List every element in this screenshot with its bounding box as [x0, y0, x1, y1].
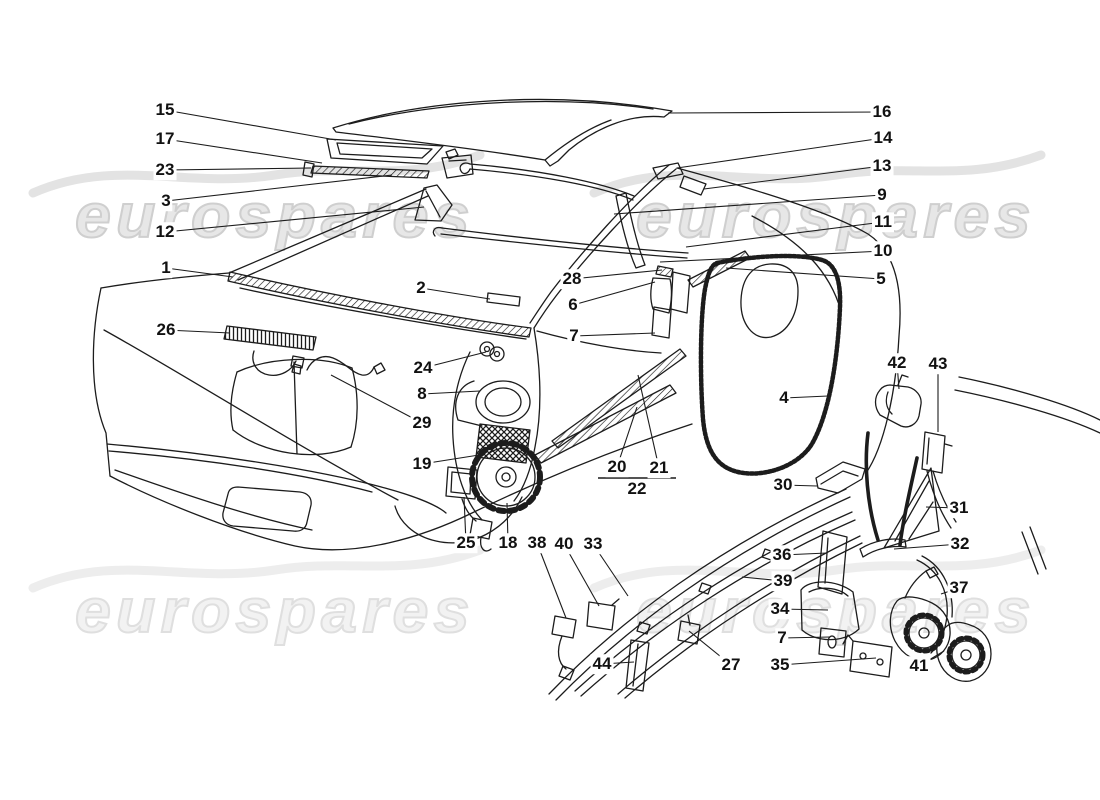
leader-line-7 [573, 332, 656, 337]
callout-25: 25 [454, 533, 478, 553]
callout-15: 15 [153, 100, 177, 120]
callout-33: 33 [581, 534, 605, 554]
callout-7: 7 [775, 628, 789, 648]
callout-22: 22 [625, 479, 649, 499]
leader-line-1 [165, 267, 234, 278]
quarter-frame-artwork [548, 461, 992, 701]
leader-line-7 [781, 636, 831, 639]
callout-5: 5 [874, 269, 888, 289]
callout-40: 40 [552, 534, 576, 554]
callout-44: 44 [590, 654, 614, 674]
callout-18: 18 [496, 533, 520, 553]
callout-27: 27 [719, 655, 743, 675]
leader-line-16 [667, 111, 883, 114]
leader-line-9 [613, 194, 883, 215]
callout-7: 7 [567, 326, 581, 346]
header-trims-artwork [432, 162, 707, 269]
leader-line-28 [571, 269, 663, 280]
leader-line-6 [572, 281, 656, 306]
callout-11: 11 [872, 212, 894, 232]
callout-29: 29 [410, 413, 434, 433]
leader-line-4 [783, 395, 829, 399]
leader-line-20 [616, 406, 638, 468]
callout-43: 43 [926, 354, 950, 374]
callout-38: 38 [525, 533, 549, 553]
callout-39: 39 [771, 571, 795, 591]
callout-14: 14 [871, 128, 895, 148]
callout-12: 12 [153, 222, 177, 242]
callout-8: 8 [415, 384, 429, 404]
leader-line-3 [165, 174, 393, 202]
leader-line-2 [420, 287, 491, 300]
callout-37: 37 [947, 578, 971, 598]
leader-line-13 [703, 165, 883, 190]
leader-line-8 [421, 390, 481, 395]
callout-13: 13 [870, 156, 894, 176]
callout-17: 17 [153, 129, 177, 149]
callout-28: 28 [560, 269, 584, 289]
watermark-swoosh-3 [28, 545, 485, 593]
leader-line-29 [330, 374, 423, 424]
leader-line-11 [685, 221, 884, 248]
callout-42: 42 [885, 353, 909, 373]
callout-6: 6 [566, 295, 580, 315]
leader-line-5 [725, 267, 882, 280]
watermark-swoosh-2 [589, 150, 1046, 198]
car-body-artwork [92, 164, 1100, 575]
callout-20: 20 [605, 457, 629, 477]
sunroof-artwork [302, 138, 474, 222]
leader-line-21 [637, 374, 660, 469]
callout-36: 36 [770, 545, 794, 565]
leader-line-17 [164, 138, 323, 164]
roof-panel-artwork [332, 98, 673, 167]
callout-26: 26 [154, 320, 178, 340]
callout-3: 3 [159, 191, 173, 211]
leader-line-23 [164, 167, 312, 171]
callout-10: 10 [871, 241, 895, 261]
callout-21: 21 [647, 458, 671, 478]
relays-artwork [864, 374, 957, 547]
callout-1: 1 [159, 258, 173, 278]
leader-line-14 [676, 137, 884, 169]
callout-9: 9 [875, 185, 889, 205]
callout-19: 19 [410, 454, 434, 474]
callout-34: 34 [768, 599, 792, 619]
callout-30: 30 [771, 475, 795, 495]
door-trims-artwork [534, 250, 751, 464]
callout-4: 4 [777, 388, 791, 408]
leader-line-35 [779, 657, 877, 666]
leader-line-12 [164, 206, 425, 233]
watermark-swoosh-4 [589, 545, 1046, 593]
leader-line-15 [164, 109, 337, 141]
leader-line-38 [536, 542, 567, 619]
callout-32: 32 [948, 534, 972, 554]
door-seal-artwork [698, 253, 843, 476]
callout-41: 41 [907, 656, 931, 676]
leader-line-40 [563, 543, 600, 607]
callout-2: 2 [414, 278, 428, 298]
callout-35: 35 [768, 655, 792, 675]
speaker-artwork [445, 380, 543, 552]
callout-31: 31 [947, 498, 971, 518]
callout-16: 16 [870, 102, 894, 122]
callout-24: 24 [411, 358, 435, 378]
callout-23: 23 [153, 160, 177, 180]
leader-line-10 [659, 250, 884, 263]
